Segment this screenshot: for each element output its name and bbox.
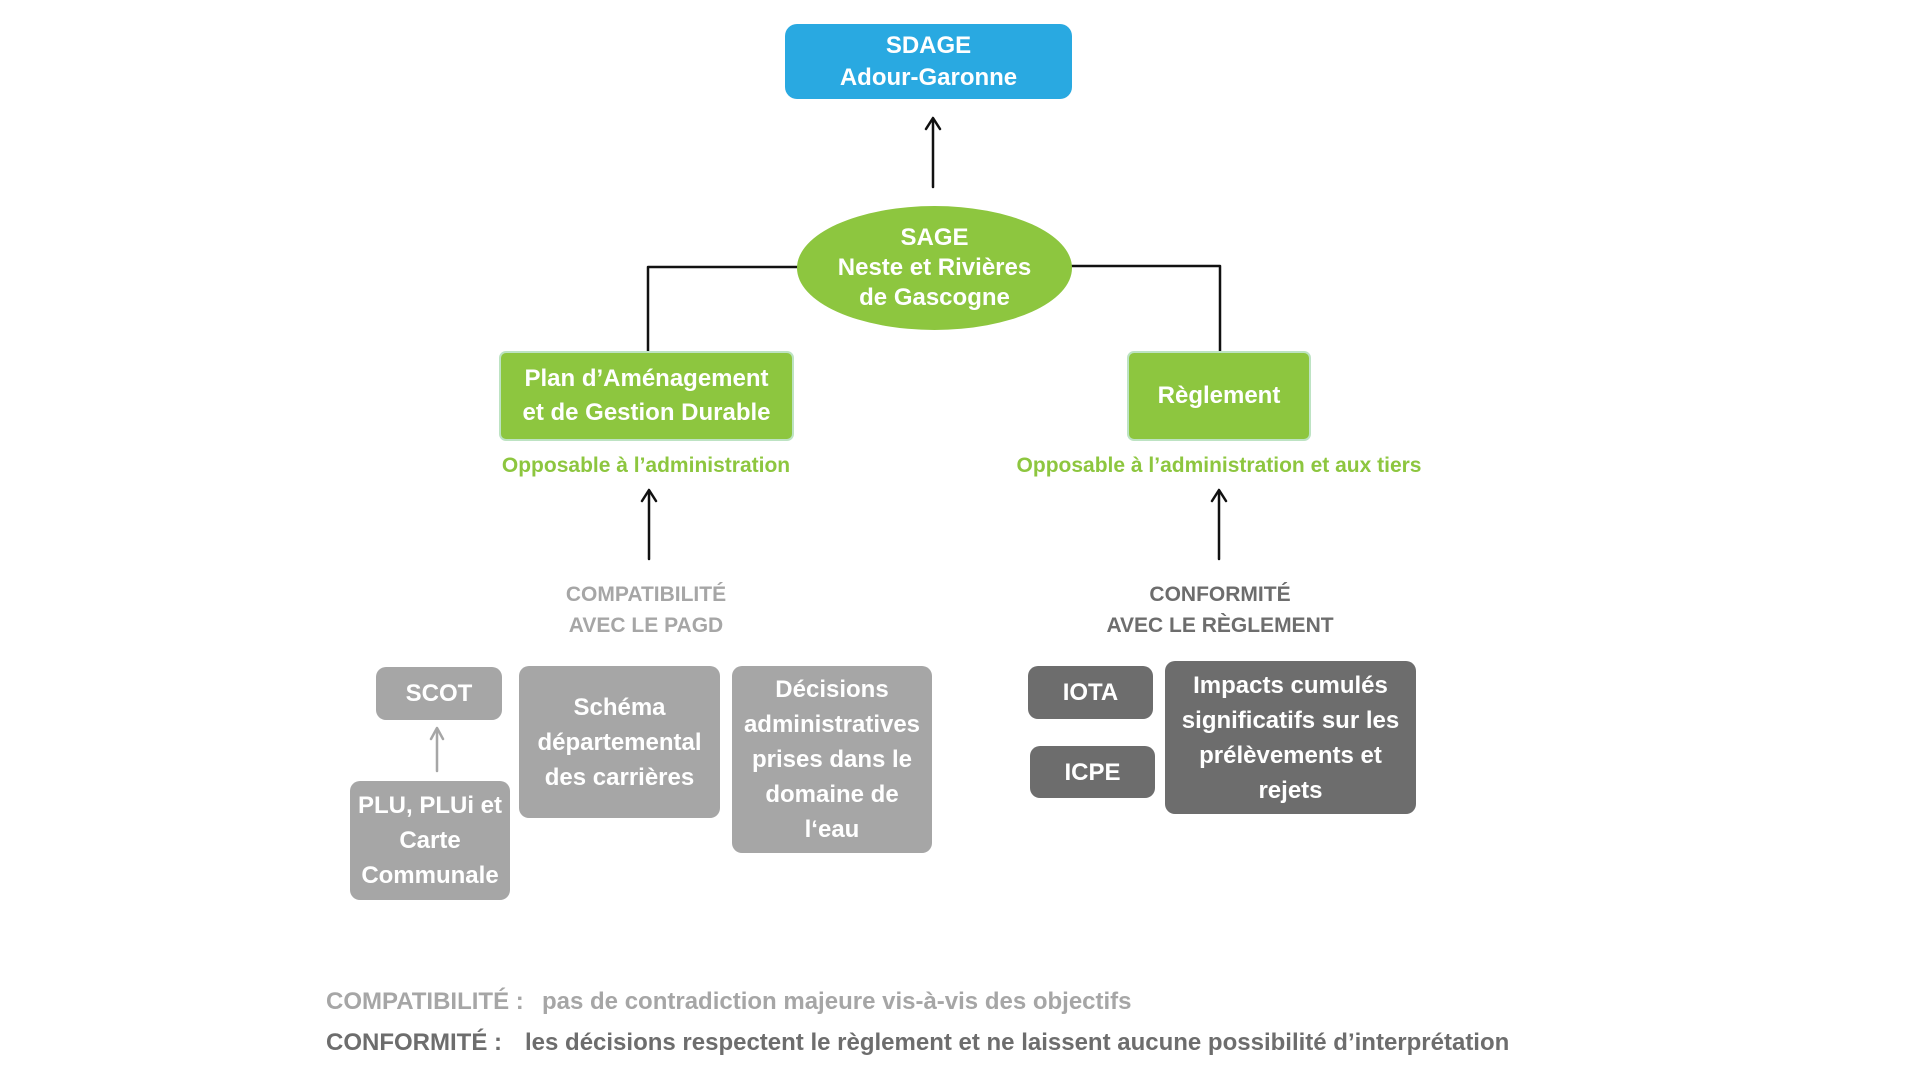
compatibility-heading: COMPATIBILITÉ AVEC LE PAGD bbox=[496, 579, 796, 641]
arrow-head bbox=[429, 726, 445, 741]
reglement-opposability: Opposable à l’administration et aux tier… bbox=[1016, 454, 1422, 477]
arrow-head bbox=[640, 488, 658, 503]
arrow-head bbox=[924, 116, 942, 131]
icpe-label: ICPE bbox=[1064, 758, 1121, 786]
icpe-node: ICPE bbox=[1030, 746, 1155, 798]
plu-label-line-1: PLU, PLUi et bbox=[357, 792, 502, 819]
arrow-head bbox=[1210, 488, 1228, 503]
impacts-label-line-2: significatifs sur les bbox=[1181, 706, 1400, 734]
conformity-heading-line-1: CONFORMITÉ bbox=[1149, 583, 1291, 606]
pagd-node: Plan d’Aménagement et de Gestion Durable bbox=[499, 351, 794, 441]
iota-label: IOTA bbox=[1062, 679, 1119, 706]
plu-label-line-3: Communale bbox=[361, 862, 499, 889]
decisions-eau-node: Décisions administratives prises dans le… bbox=[732, 666, 932, 853]
decisions-label-line-1: Décisions bbox=[775, 676, 889, 703]
decisions-label-line-2: administratives bbox=[743, 711, 921, 738]
schema-carrieres-node: Schéma départemental des carrières bbox=[519, 666, 720, 818]
schema-label-line-2: départemental bbox=[537, 728, 702, 756]
legend-compatibility-term: COMPATIBILITÉ : bbox=[326, 988, 524, 1015]
decisions-label-line-3: prises dans le bbox=[751, 746, 913, 773]
arrow-conformity-to-reglement bbox=[1210, 488, 1228, 561]
scot-node: SCOT bbox=[376, 667, 502, 720]
reglement-title: Règlement bbox=[1157, 382, 1281, 409]
pagd-opposability: Opposable à l’administration bbox=[501, 454, 791, 477]
scot-label: SCOT bbox=[405, 680, 473, 707]
compatibility-heading-line-1: COMPATIBILITÉ bbox=[565, 583, 727, 606]
schema-label-line-1: Schéma bbox=[573, 693, 666, 721]
legend-compatibility-definition: pas de contradiction majeure vis-à-vis d… bbox=[542, 988, 1132, 1015]
decisions-label-line-4: domaine de bbox=[765, 781, 899, 808]
schema-label-line-3: des carrières bbox=[544, 763, 695, 791]
sage-node: SAGE Neste et Rivières de Gascogne bbox=[797, 206, 1072, 330]
sdage-title: SDAGE bbox=[885, 31, 972, 59]
impacts-label-line-4: rejets bbox=[1258, 776, 1323, 804]
pagd-title-line-2: et de Gestion Durable bbox=[522, 399, 771, 426]
arrow-plu-to-scot bbox=[429, 726, 445, 773]
legend-conformity-definition: les décisions respectent le règlement et… bbox=[525, 1029, 1510, 1056]
iota-node: IOTA bbox=[1028, 666, 1153, 719]
legend-conformity-term: CONFORMITÉ : bbox=[326, 1029, 502, 1056]
conformity-heading-line-2: AVEC LE RÈGLEMENT bbox=[1106, 614, 1334, 637]
impacts-cumules-node: Impacts cumulés significatifs sur les pr… bbox=[1165, 661, 1416, 814]
arrow-sage-to-sdage bbox=[924, 116, 942, 189]
conformity-heading: CONFORMITÉ AVEC LE RÈGLEMENT bbox=[1070, 579, 1370, 641]
reglement-node: Règlement bbox=[1127, 351, 1311, 441]
plu-node: PLU, PLUi et Carte Communale bbox=[350, 781, 510, 900]
impacts-label-line-3: prélèvements et bbox=[1199, 741, 1382, 769]
sage-name-line-2: de Gascogne bbox=[859, 284, 1010, 311]
decisions-label-line-5: l‘eau bbox=[804, 816, 860, 843]
arrow-compatibility-to-pagd bbox=[640, 488, 658, 561]
pagd-title-line-1: Plan d’Aménagement bbox=[524, 365, 769, 392]
connector-sage-to-pagd bbox=[646, 265, 799, 353]
sage-name-line-1: Neste et Rivières bbox=[837, 254, 1032, 281]
sdage-basin: Adour-Garonne bbox=[839, 63, 1018, 91]
compatibility-heading-line-2: AVEC LE PAGD bbox=[568, 614, 724, 637]
connector-sage-to-reglement bbox=[1070, 264, 1222, 353]
sage-title: SAGE bbox=[900, 224, 969, 251]
impacts-label-line-1: Impacts cumulés bbox=[1193, 671, 1388, 699]
sdage-node: SDAGE Adour-Garonne bbox=[785, 24, 1072, 99]
plu-label-line-2: Carte bbox=[399, 827, 461, 854]
